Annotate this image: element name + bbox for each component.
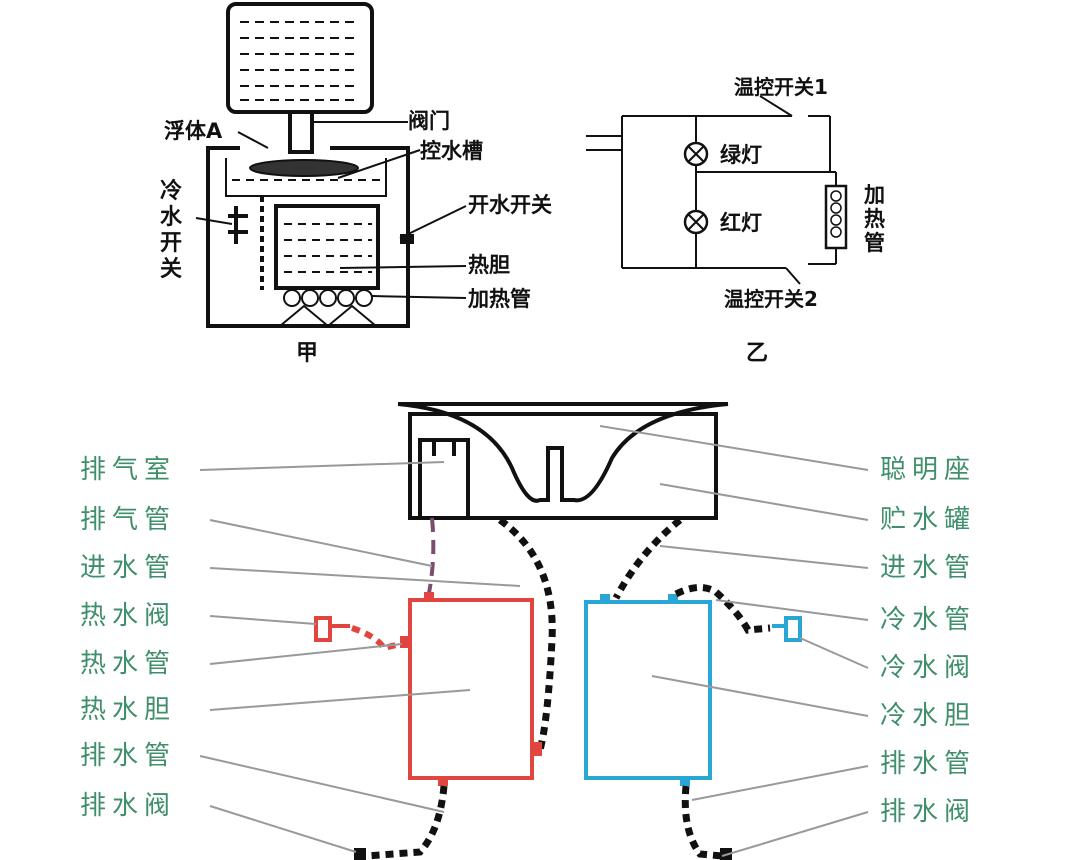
hot-switch-label: 开水开关 xyxy=(468,193,552,217)
cold-tank-top-port-2 xyxy=(668,594,678,602)
hot-tank-water-dashes xyxy=(284,223,372,273)
hot-tank xyxy=(274,204,380,290)
hot-tank-side-port xyxy=(532,742,542,756)
bottle-water-dashes xyxy=(240,21,360,101)
cold-inlet-pipe xyxy=(612,517,683,600)
cold-water-pipe xyxy=(674,584,771,634)
hot-water-tank xyxy=(408,598,534,780)
diagram-a-caption: 甲 xyxy=(296,341,318,366)
label-drain-pipe-left: 排水管 xyxy=(80,741,176,771)
left-labels: 排气室 排气管 进水管 热水阀 热水管 热水胆 排水管 排水阀 xyxy=(80,455,176,821)
svg-text:管: 管 xyxy=(864,231,885,255)
label-hot-pipe: 热水管 xyxy=(80,649,176,679)
circuit-diagram: 温控开关1 绿灯 红灯 加 热 管 温控开关2 乙 xyxy=(586,75,885,366)
hot-switch-tap xyxy=(400,234,414,244)
cold-drain-pipe xyxy=(681,785,723,860)
hot-water-valve-icon xyxy=(314,616,350,642)
svg-text:水: 水 xyxy=(160,205,183,230)
cold-tank-top-port xyxy=(600,594,610,602)
dispenser-tank-diagram: 排气室 排气管 进水管 热水阀 热水管 热水胆 排水管 排水阀 聪明座 贮水罐 … xyxy=(80,402,976,860)
svg-text:冷: 冷 xyxy=(160,178,182,204)
green-light-label: 绿灯 xyxy=(720,143,762,167)
hot-tank-top-port xyxy=(424,592,434,600)
vent-chamber xyxy=(418,438,470,518)
svg-text:加: 加 xyxy=(863,183,885,207)
float-a xyxy=(249,159,359,177)
right-labels: 聪明座 贮水罐 进水管 冷水管 冷水阀 冷水胆 排水管 排水阀 xyxy=(880,455,976,827)
cold-switch-label: 冷 水 开 关 xyxy=(160,178,183,282)
leader-lines-left xyxy=(199,461,521,853)
bottle-neck xyxy=(288,110,314,154)
hot-drain-valve xyxy=(354,848,366,860)
float-a-label: 浮体A xyxy=(164,119,223,143)
diagram-b-caption: 乙 xyxy=(746,341,768,366)
heater-coil xyxy=(283,289,373,307)
label-vent-chamber: 排气室 xyxy=(80,455,176,485)
svg-text:关: 关 xyxy=(160,257,182,282)
label-smart-seat: 聪明座 xyxy=(880,455,976,485)
cold-water-tank xyxy=(584,600,712,780)
label-hot-valve: 热水阀 xyxy=(80,601,176,631)
cold-tank-bottom-port xyxy=(680,778,690,786)
storage-tank xyxy=(408,412,718,520)
thermo-switch-1-label: 温控开关1 xyxy=(734,75,828,99)
label-cold-valve: 冷水阀 xyxy=(880,653,976,683)
hot-drain-pipe xyxy=(365,785,448,860)
label-storage-tank: 贮水罐 xyxy=(880,505,976,535)
valve-label: 阀门 xyxy=(408,109,450,133)
hot-inlet-pipe xyxy=(497,517,556,751)
heater-resistor-icon xyxy=(824,184,848,250)
label-drain-valve-left: 排水阀 xyxy=(80,791,176,821)
label-drain-valve-right: 排水阀 xyxy=(880,797,976,827)
leader-lines-top-left xyxy=(195,121,467,299)
cold-switch-tap xyxy=(228,206,248,244)
cold-water-valve-icon xyxy=(772,616,802,642)
water-trough xyxy=(225,158,387,197)
heater-tube-label: 加 热 管 xyxy=(863,183,885,255)
hot-tank-bottom-port xyxy=(438,778,448,786)
label-inlet-pipe-right: 进水管 xyxy=(880,553,976,583)
dispenser-body xyxy=(206,146,410,328)
svg-text:热: 热 xyxy=(864,207,885,231)
hot-water-pipe xyxy=(351,625,401,652)
heater-label: 加热管 xyxy=(467,287,531,311)
label-drain-pipe-right: 排水管 xyxy=(880,749,976,779)
red-light-label: 红灯 xyxy=(720,211,762,235)
label-cold-pipe: 冷水管 xyxy=(880,605,976,635)
hot-tank-left-port xyxy=(400,636,410,648)
leader-lines-right xyxy=(599,425,869,857)
label-inlet-pipe-left: 进水管 xyxy=(80,553,176,583)
vent-pipe xyxy=(426,517,436,599)
red-lamp-icon xyxy=(683,209,709,235)
svg-text:开: 开 xyxy=(160,231,182,256)
green-lamp-icon xyxy=(683,141,709,167)
label-cold-tank: 冷水胆 xyxy=(880,701,976,731)
water-trough-label: 控水槽 xyxy=(420,139,483,163)
water-bottle xyxy=(226,2,374,114)
dispenser-structure-diagram: 浮体A 阀门 控水槽 冷 水 开 关 开水开关 热胆 加热管 甲 xyxy=(160,2,552,366)
label-hot-tank: 热水胆 xyxy=(80,695,176,725)
label-vent-pipe: 排气管 xyxy=(80,505,176,535)
tank-stand xyxy=(279,304,377,328)
leader-lines-circuit xyxy=(759,95,801,285)
circuit-wires xyxy=(586,115,837,269)
thermo-switch-2-label: 温控开关2 xyxy=(724,287,818,311)
hot-tank-label: 热胆 xyxy=(468,253,510,277)
